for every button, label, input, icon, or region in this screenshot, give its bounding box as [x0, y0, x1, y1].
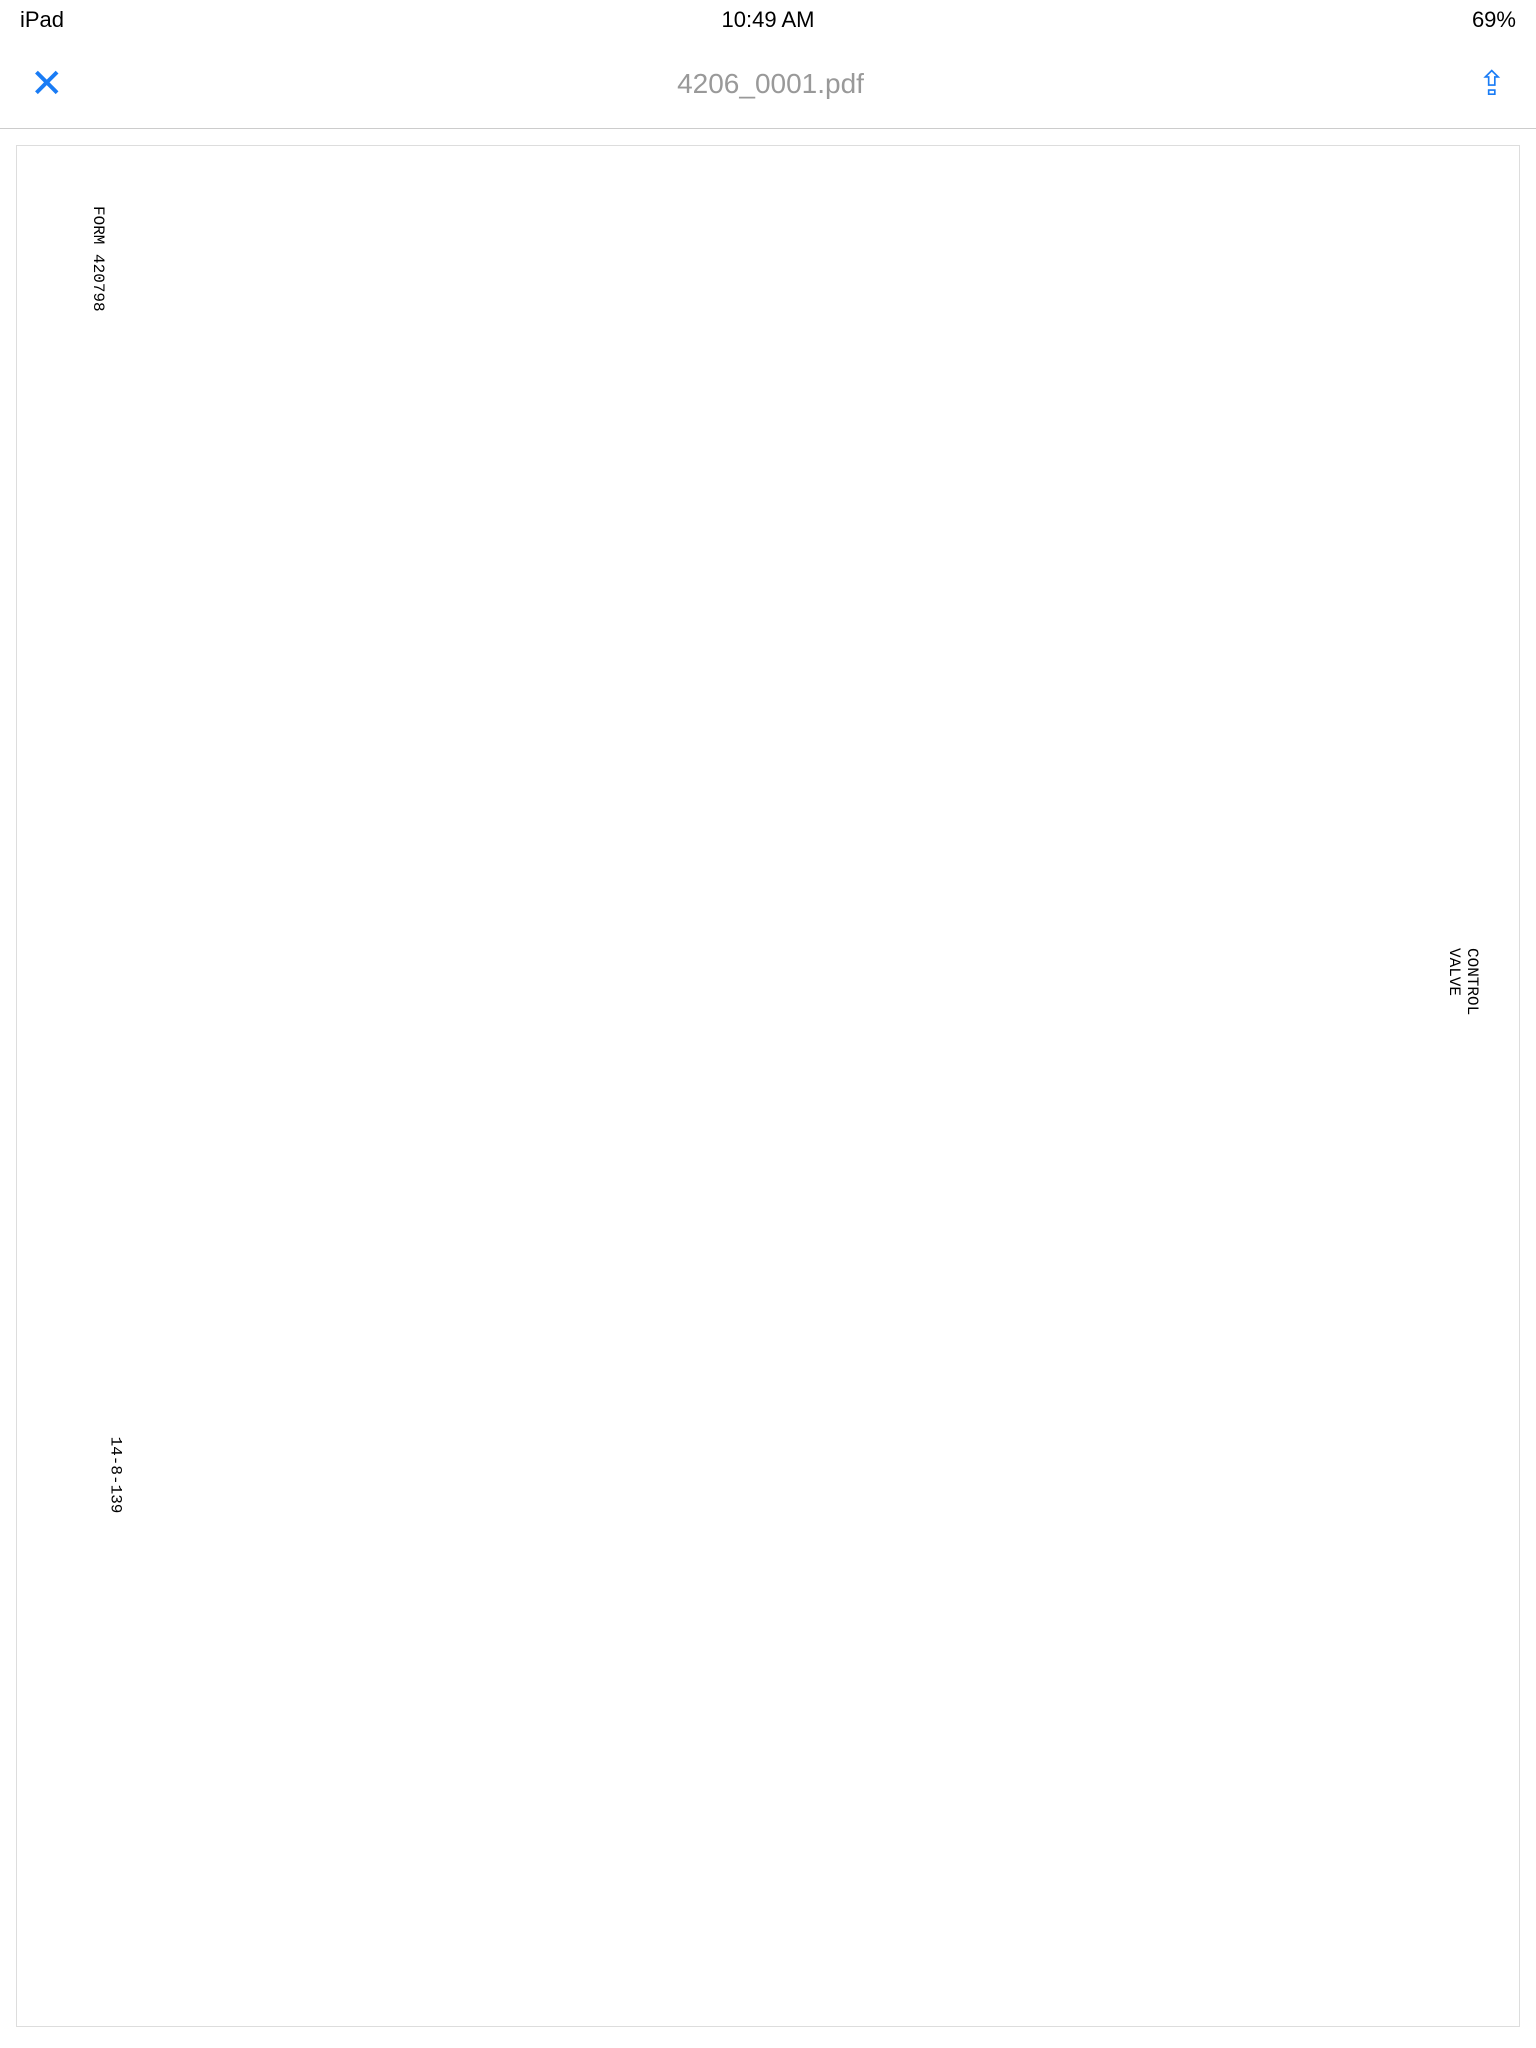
- pdf-page[interactable]: FORM 420798 CONTROL VALVE 14-8-139: [16, 145, 1520, 2027]
- nav-bar: ✕ 4206_0001.pdf ⇪: [0, 40, 1536, 129]
- device: iPad: [20, 7, 65, 32]
- doc-title: 4206_0001.pdf: [677, 68, 864, 99]
- close-icon[interactable]: ✕: [30, 62, 64, 106]
- time: 10:49 AM: [721, 7, 815, 32]
- share-icon[interactable]: ⇪: [1477, 65, 1507, 103]
- diagram-title: CONTROL VALVE: [1445, 948, 1481, 1016]
- battery: 69%: [1471, 7, 1516, 32]
- status-bar: iPad 10:49 AM 69%: [0, 0, 1536, 40]
- page-number: 14-8-139: [106, 1436, 125, 1514]
- form-label: FORM 420798: [89, 206, 107, 312]
